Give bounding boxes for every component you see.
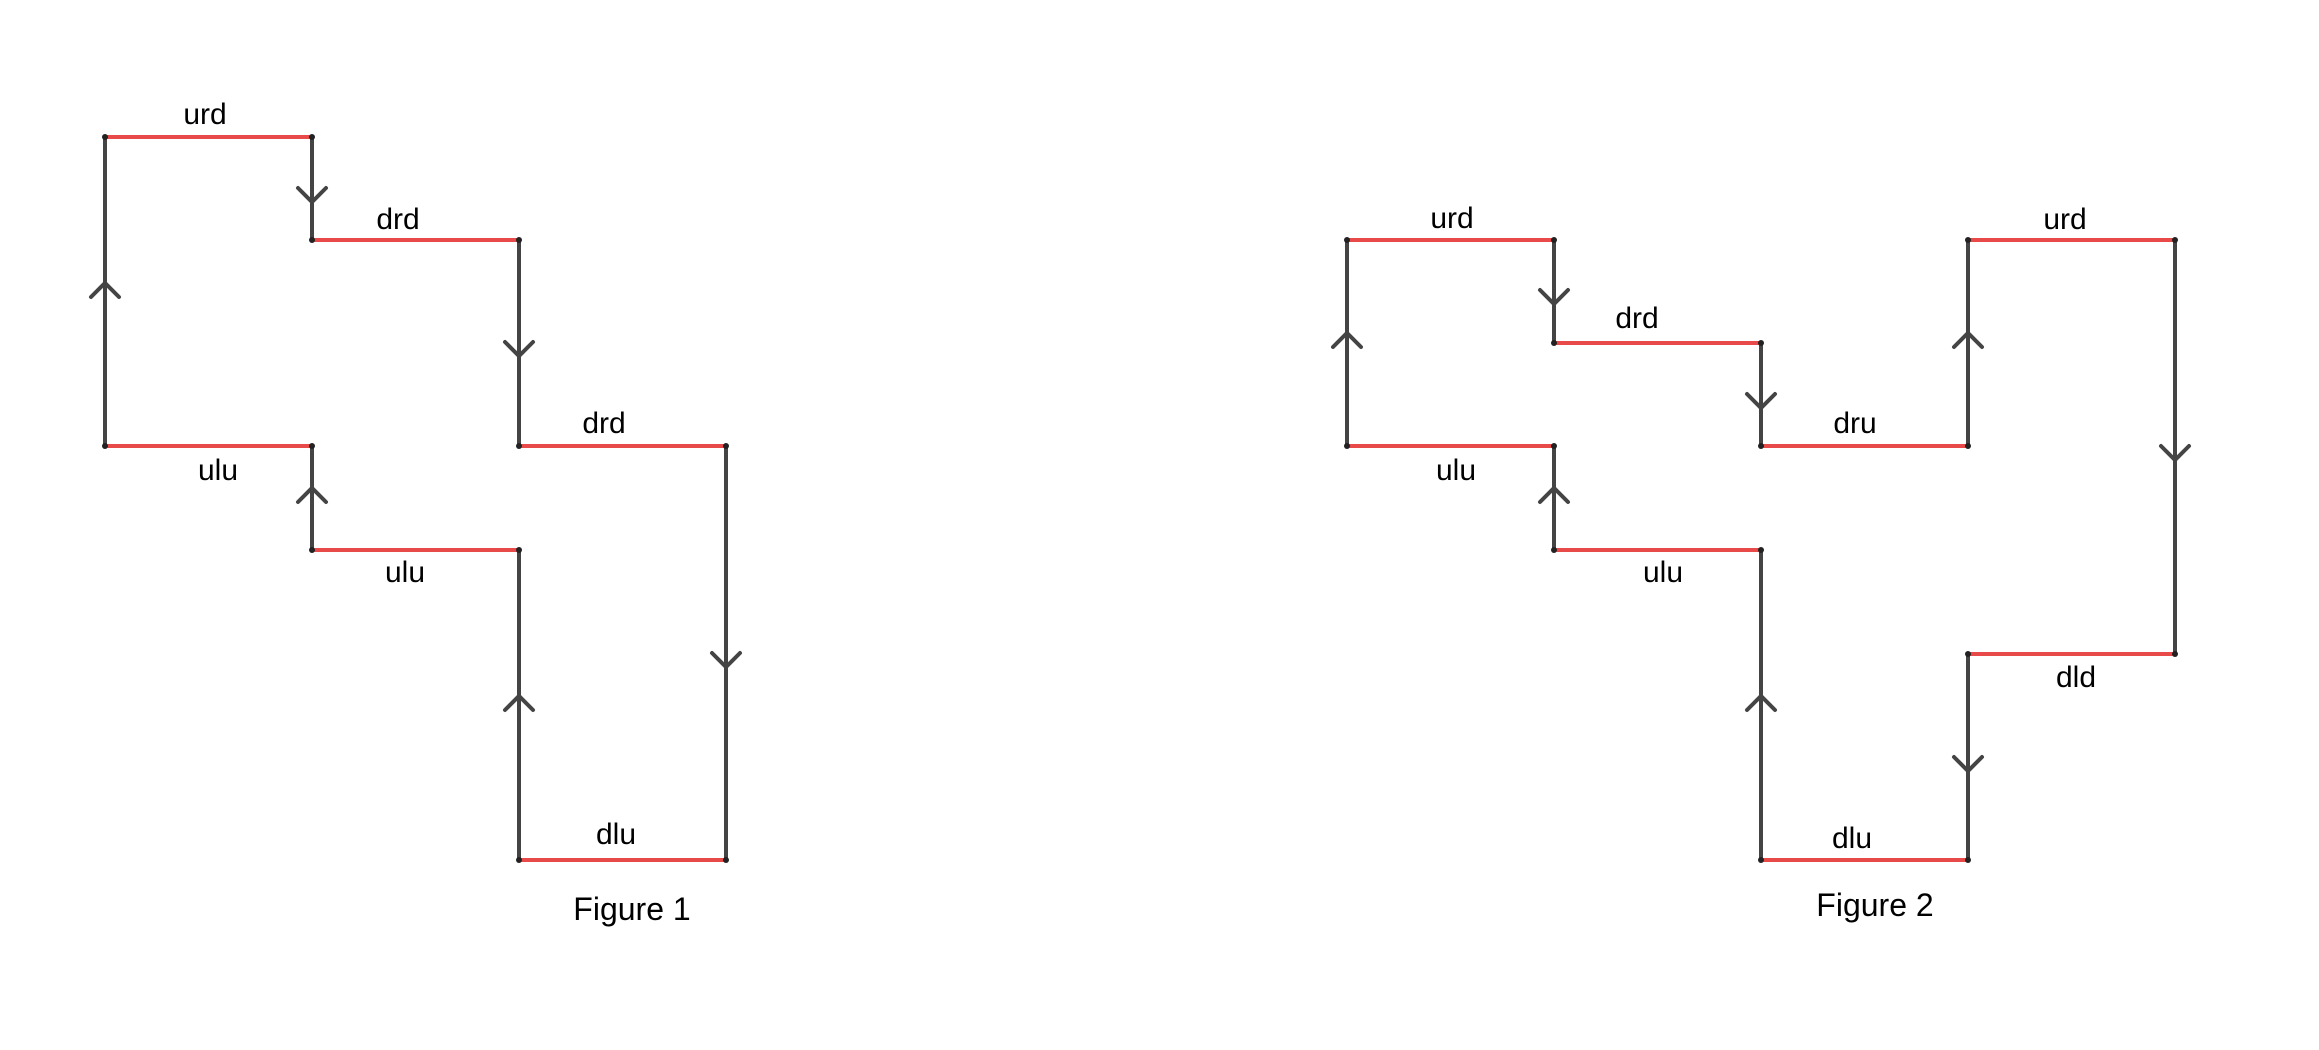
arrow-up-icon bbox=[1952, 330, 1984, 349]
arrow-up-icon bbox=[1745, 693, 1777, 712]
vertex-dot bbox=[1758, 857, 1764, 863]
vertex-dot bbox=[1965, 443, 1971, 449]
edge-label: ulu bbox=[1643, 556, 1683, 589]
vertex-dot bbox=[309, 237, 315, 243]
arrow-down-icon bbox=[1745, 392, 1777, 411]
vertex-dot bbox=[1758, 547, 1764, 553]
edge-label: dld bbox=[2056, 661, 2096, 694]
vertex-dot bbox=[1758, 340, 1764, 346]
arrow-down-icon bbox=[503, 340, 535, 359]
arrow-down-icon bbox=[710, 651, 742, 670]
arrow-down-icon bbox=[1538, 288, 1570, 307]
vertex-dot bbox=[2172, 651, 2178, 657]
vertex-dot bbox=[102, 134, 108, 140]
vertex-dot bbox=[516, 857, 522, 863]
arrow-up-icon bbox=[296, 485, 328, 504]
arrow-down-icon bbox=[296, 186, 328, 205]
vertex-dot bbox=[2172, 237, 2178, 243]
arrow-down-icon bbox=[1952, 755, 1984, 774]
vertex-dot bbox=[1965, 857, 1971, 863]
vertex-dot bbox=[102, 443, 108, 449]
edge-label: dru bbox=[1833, 407, 1876, 440]
vertex-dot bbox=[1965, 237, 1971, 243]
vertex-dot bbox=[1965, 651, 1971, 657]
figure-1: urd drd drd ulu ulu dlu Figure 1 bbox=[89, 98, 742, 927]
arrow-up-icon bbox=[1538, 485, 1570, 504]
edge-label: drd bbox=[582, 407, 625, 440]
vertex-dot bbox=[1551, 547, 1557, 553]
vertex-dot bbox=[1551, 443, 1557, 449]
edge-label: dlu bbox=[1832, 822, 1872, 855]
vertex-dot bbox=[1551, 340, 1557, 346]
vertex-dot bbox=[723, 443, 729, 449]
arrow-up-icon bbox=[89, 280, 121, 299]
edge-label: dlu bbox=[596, 818, 636, 851]
arrow-down-icon bbox=[2159, 444, 2191, 463]
figure-caption: Figure 2 bbox=[1816, 887, 1933, 923]
vertex-dot bbox=[723, 857, 729, 863]
figure-caption: Figure 1 bbox=[573, 891, 690, 927]
vertex-dot bbox=[1344, 443, 1350, 449]
vertex-dot bbox=[1344, 237, 1350, 243]
edge-label: urd bbox=[183, 98, 226, 131]
vertex-dot bbox=[1758, 443, 1764, 449]
edge-label: ulu bbox=[385, 556, 425, 589]
arrow-up-icon bbox=[503, 693, 535, 712]
arrow-up-icon bbox=[1331, 330, 1363, 349]
edge-label: drd bbox=[1615, 302, 1658, 335]
vertex-dot bbox=[516, 443, 522, 449]
vertex-dot bbox=[516, 547, 522, 553]
vertex-dot bbox=[309, 443, 315, 449]
edge-label: urd bbox=[1430, 202, 1473, 235]
vertex-dot bbox=[516, 237, 522, 243]
vertex-dot bbox=[309, 134, 315, 140]
vertex-dots bbox=[102, 134, 2178, 863]
edge-label: ulu bbox=[1436, 454, 1476, 487]
edge-label: urd bbox=[2043, 203, 2086, 236]
vertex-dot bbox=[309, 547, 315, 553]
vertex-dot bbox=[1551, 237, 1557, 243]
edge-label: drd bbox=[376, 203, 419, 236]
figure-2: urd drd dru urd ulu ulu dld dlu Figure 2 bbox=[1331, 202, 2191, 923]
edge-label: ulu bbox=[198, 454, 238, 487]
